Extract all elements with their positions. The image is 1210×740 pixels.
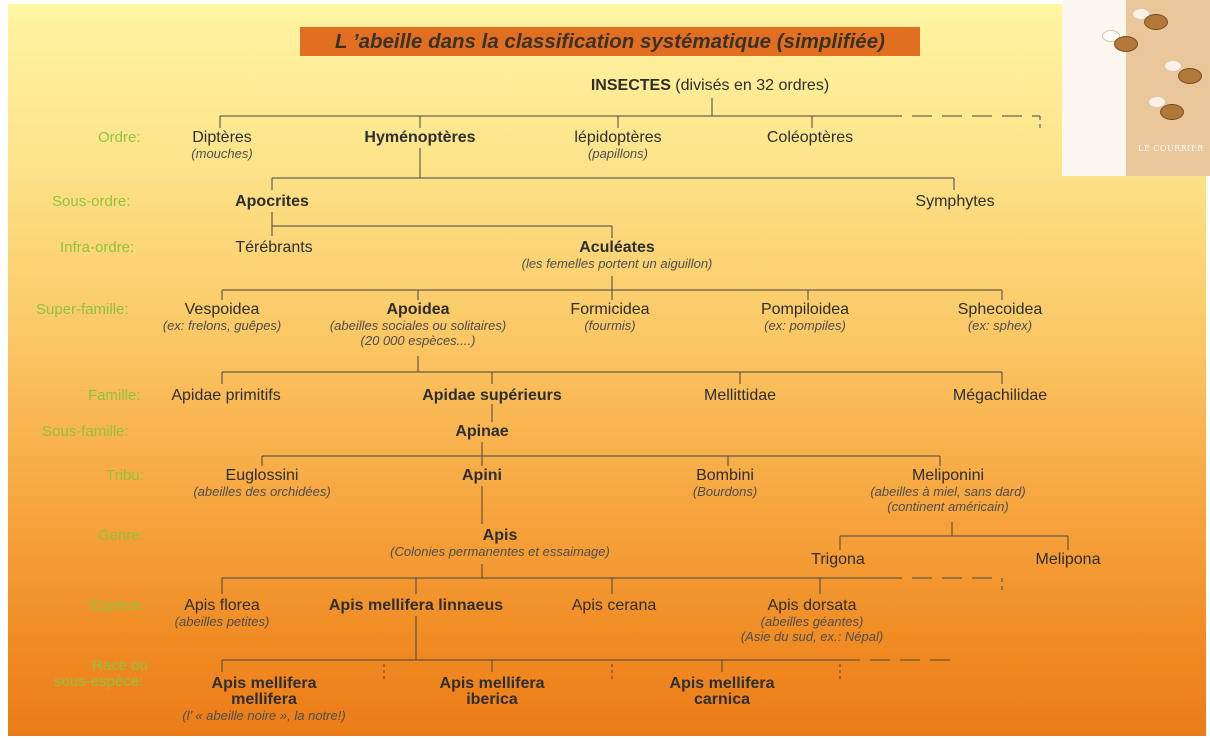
node-apidae-primitifs: Apidae primitifs	[171, 387, 281, 404]
node-apini: Apini	[462, 467, 502, 484]
node-aculeates: Aculéates (les femelles portent un aigui…	[521, 239, 713, 272]
node-coleopteres: Coléoptères	[766, 129, 854, 146]
node-apis-mellifera-linnaeus: Apis mellifera linnaeus	[328, 597, 504, 614]
node-apis: Apis (Colonies permanentes et essaimage)	[390, 527, 610, 560]
rank-label-sous-ordre: Sous-ordre:	[52, 193, 131, 210]
node-lepidopteres: lépidoptères (papillons)	[574, 129, 662, 162]
node-euglossini: Euglossini (abeilles des orchidées)	[193, 467, 331, 500]
node-dipteres: Diptères (mouches)	[191, 129, 253, 162]
node-melipona: Melipona	[1035, 551, 1101, 568]
node-sphecoidea: Sphecoidea (ex: sphex)	[957, 301, 1043, 334]
node-hymenopteres: Hyménoptères	[364, 129, 476, 146]
node-apis-mellifera-iberica: Apis mellifera iberica	[439, 675, 545, 708]
bee-icon	[1144, 14, 1168, 30]
bee-wing-icon	[1148, 96, 1166, 108]
bee-icon	[1178, 68, 1202, 84]
rank-label-espece: Espèce:	[90, 597, 145, 614]
node-apis-mellifera-carnica: Apis mellifera carnica	[669, 675, 775, 708]
node-apis-mellifera-mellifera: Apis mellifera mellifera (l’ « abeille n…	[182, 675, 346, 724]
node-apinae: Apinae	[455, 423, 509, 440]
bee-icon	[1160, 104, 1184, 120]
bee-icon	[1114, 36, 1138, 52]
bee-thumbnail-image: LE COURRIER	[1062, 0, 1210, 176]
thumbnail-caption: LE COURRIER	[1138, 144, 1204, 153]
rank-label-sous-famille: Sous-famille:	[42, 423, 129, 440]
node-pompiloidea: Pompiloidea (ex: pompiles)	[760, 301, 850, 334]
node-meliponini: Meliponini (abeilles à miel, sans dard) …	[870, 467, 1026, 515]
node-vespoidea: Vespoidea (ex: frelons, guêpes)	[162, 301, 282, 334]
diagram-background	[8, 4, 1206, 736]
node-megachilidae: Mégachilidae	[952, 387, 1048, 404]
node-insectes: INSECTES (divisés en 32 ordres)	[591, 78, 829, 94]
rank-label-infra-ordre: Infra-ordre:	[60, 239, 135, 256]
node-apoidea: Apoidea (abeilles sociales ou solitaires…	[329, 301, 507, 349]
thumbnail-cover-strip	[1126, 0, 1210, 176]
rank-label-race-line2: sous-espèce:	[54, 673, 144, 690]
node-symphytes: Symphytes	[915, 193, 995, 210]
rank-label-genre: Genre:	[98, 527, 144, 544]
node-trigona: Trigona	[811, 551, 865, 568]
node-terebrants: Térébrants	[235, 239, 313, 256]
title-banner: L ’abeille dans la classification systém…	[300, 27, 920, 56]
rank-label-super-famille: Super-famille:	[36, 301, 129, 318]
rank-label-tribu: Tribu:	[106, 467, 144, 484]
node-apis-cerana: Apis cerana	[571, 597, 657, 614]
page-title: L ’abeille dans la classification systém…	[335, 29, 885, 53]
bee-wing-icon	[1164, 60, 1182, 72]
node-apocrites: Apocrites	[235, 193, 309, 210]
node-apis-florea: Apis florea (abeilles petites)	[174, 597, 270, 630]
node-apidae-superieurs: Apidae supérieurs	[422, 387, 562, 404]
node-mellittidae: Mellittidae	[703, 387, 777, 404]
node-insectes-detail: (divisés en 32 ordres)	[670, 77, 830, 94]
tree-lines	[219, 98, 1069, 680]
rank-label-famille: Famille:	[88, 387, 141, 404]
rank-label-race-line1: Race ou	[92, 657, 148, 674]
rank-label-ordre: Ordre:	[98, 129, 141, 146]
node-bombini: Bombini (Bourdons)	[692, 467, 758, 500]
node-formicidea: Formicidea (fourmis)	[570, 301, 650, 334]
node-insectes-name: INSECTES	[590, 77, 671, 94]
node-apis-dorsata: Apis dorsata (abeilles géantes) (Asie du…	[740, 597, 884, 645]
